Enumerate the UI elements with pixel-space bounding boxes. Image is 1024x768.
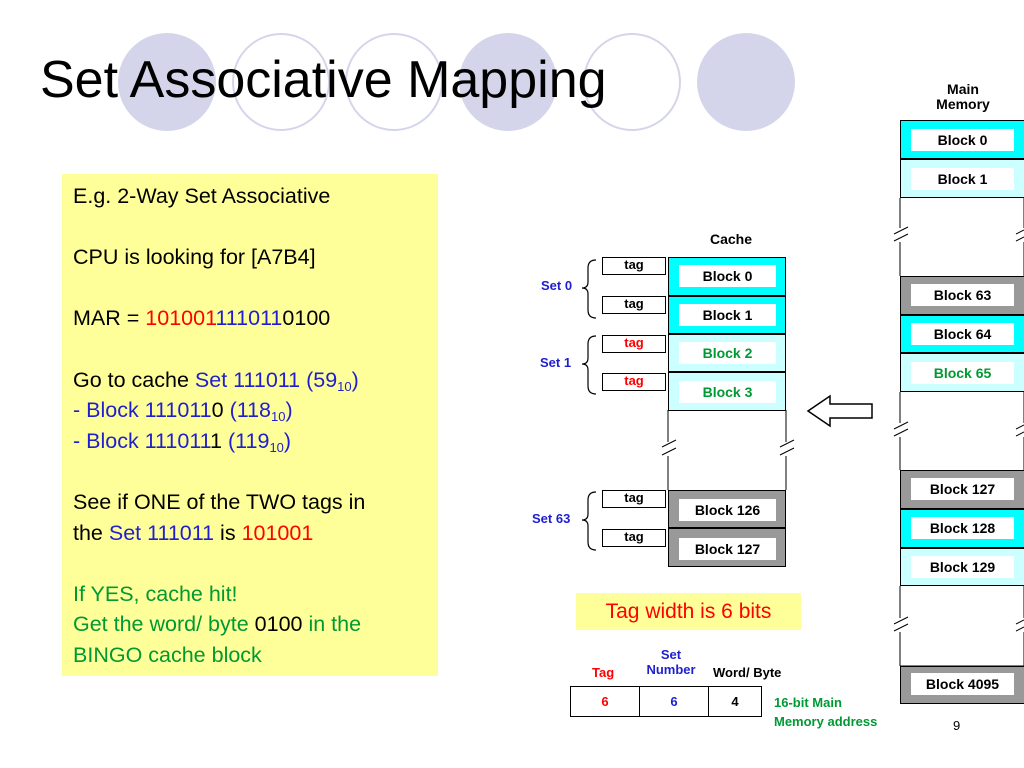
memory-block-label: Block 129 <box>911 556 1014 578</box>
cache-tag-126: tag <box>602 490 666 508</box>
main-memory-title: Main Memory <box>936 81 990 112</box>
decor-circle-5 <box>583 33 681 131</box>
decor-circle-2 <box>232 33 330 131</box>
memory-block-label: Block 63 <box>911 284 1014 306</box>
memory-block-label: Block 4095 <box>911 673 1014 695</box>
memory-slot-1: Block 1 <box>900 159 1024 198</box>
address-caption: 16-bit Main Memory address <box>774 695 878 729</box>
cache-block-label: Block 126 <box>679 499 776 521</box>
cache-tag-2: tag <box>602 335 666 353</box>
note-line-see-1: See if ONE of the TWO tags in <box>73 489 366 514</box>
memory-slot-4095: Block 4095 <box>900 666 1024 704</box>
note-line-hit-2: Get the word/ byte 0100 in the <box>73 612 362 637</box>
note-line-hit-3: BINGO cache block <box>73 642 262 667</box>
cache-block-label: Block 1 <box>679 304 776 326</box>
cache-tag-0: tag <box>602 257 666 275</box>
memory-slot-63: Block 63 <box>900 276 1024 315</box>
cache-slot-127: Block 127 <box>668 528 786 567</box>
decor-circle-6 <box>697 33 795 131</box>
decor-circle-1 <box>118 33 216 131</box>
address-tag-bits: 6 <box>570 686 640 717</box>
cache-tag-1: tag <box>602 296 666 314</box>
set-0-brace <box>581 259 597 319</box>
memory-slot-128: Block 128 <box>900 509 1024 548</box>
note-line-block-b: - Block 1110111 (11910) <box>73 428 292 455</box>
set-label-0: Set 0 <box>541 278 573 293</box>
cache-block-label: Block 127 <box>679 538 776 560</box>
set-label-1: Set 1 <box>540 355 572 370</box>
memory-block-label: Block 65 <box>911 362 1014 384</box>
slide-title: Set Associative Mapping <box>40 51 607 109</box>
cache-title: Cache <box>710 231 753 247</box>
left-arrow-icon <box>806 394 873 428</box>
note-line-mar: MAR = 1010011110110100 <box>73 306 331 331</box>
cache-block-label: Block 0 <box>679 265 776 287</box>
cache-block-label: Block 3 <box>679 381 776 403</box>
explanation-box: E.g. 2-Way Set Associative CPU is lookin… <box>62 174 438 676</box>
memory-block-label: Block 128 <box>911 517 1014 539</box>
address-word-bits: 4 <box>708 686 762 717</box>
decor-circle-3 <box>345 33 443 131</box>
cache-slot-2: Block 2 <box>668 334 786 372</box>
note-line-hit-1: If YES, cache hit! <box>73 581 238 606</box>
note-line-cpu: CPU is looking for [A7B4] <box>73 245 316 270</box>
address-header-tag: Tag <box>592 665 615 680</box>
tag-width-note: Tag width is 6 bits <box>576 593 801 630</box>
cache-slot-0: Block 0 <box>668 257 786 296</box>
cache-slot-3: Block 3 <box>668 372 786 411</box>
mar-word-bits: 0100 <box>282 306 331 331</box>
cache-slot-1: Block 1 <box>668 296 786 334</box>
memory-block-label: Block 1 <box>911 168 1014 190</box>
set-63-brace <box>581 491 597 551</box>
memory-block-label: Block 0 <box>911 129 1014 151</box>
memory-slot-127: Block 127 <box>900 470 1024 509</box>
note-line-block-a: - Block 1110110 (11810) <box>73 398 293 425</box>
set-1-brace <box>581 335 597 395</box>
main-memory-frame <box>893 198 1024 667</box>
set-label-63: Set 63 <box>532 511 571 526</box>
decor-circle-4 <box>459 33 557 131</box>
note-line-goto: Go to cache Set 111011 (5910) <box>73 367 359 394</box>
address-set-bits: 6 <box>639 686 709 717</box>
note-line-example: E.g. 2-Way Set Associative <box>73 184 331 208</box>
page-number: 9 <box>953 718 961 733</box>
memory-slot-0: Block 0 <box>900 120 1024 159</box>
address-header-set: Set Number <box>646 647 696 677</box>
memory-slot-64: Block 64 <box>900 315 1024 353</box>
memory-slot-65: Block 65 <box>900 353 1024 392</box>
address-header-word: Word/ Byte <box>713 665 782 680</box>
memory-block-label: Block 64 <box>911 323 1014 345</box>
memory-slot-129: Block 129 <box>900 548 1024 586</box>
address-format-table: 6 6 4 <box>570 686 762 717</box>
cache-slot-126: Block 126 <box>668 490 786 528</box>
memory-block-label: Block 127 <box>911 478 1014 500</box>
cache-block-label: Block 2 <box>679 342 776 364</box>
note-line-see-2: the Set 111011 is 101001 <box>73 520 314 545</box>
cache-tag-127: tag <box>602 529 666 547</box>
cache-tag-3: tag <box>602 373 666 391</box>
mar-tag-bits: 101001 <box>145 306 216 331</box>
cache-column-frame <box>661 410 795 490</box>
mar-set-bits: 111011 <box>215 306 283 331</box>
